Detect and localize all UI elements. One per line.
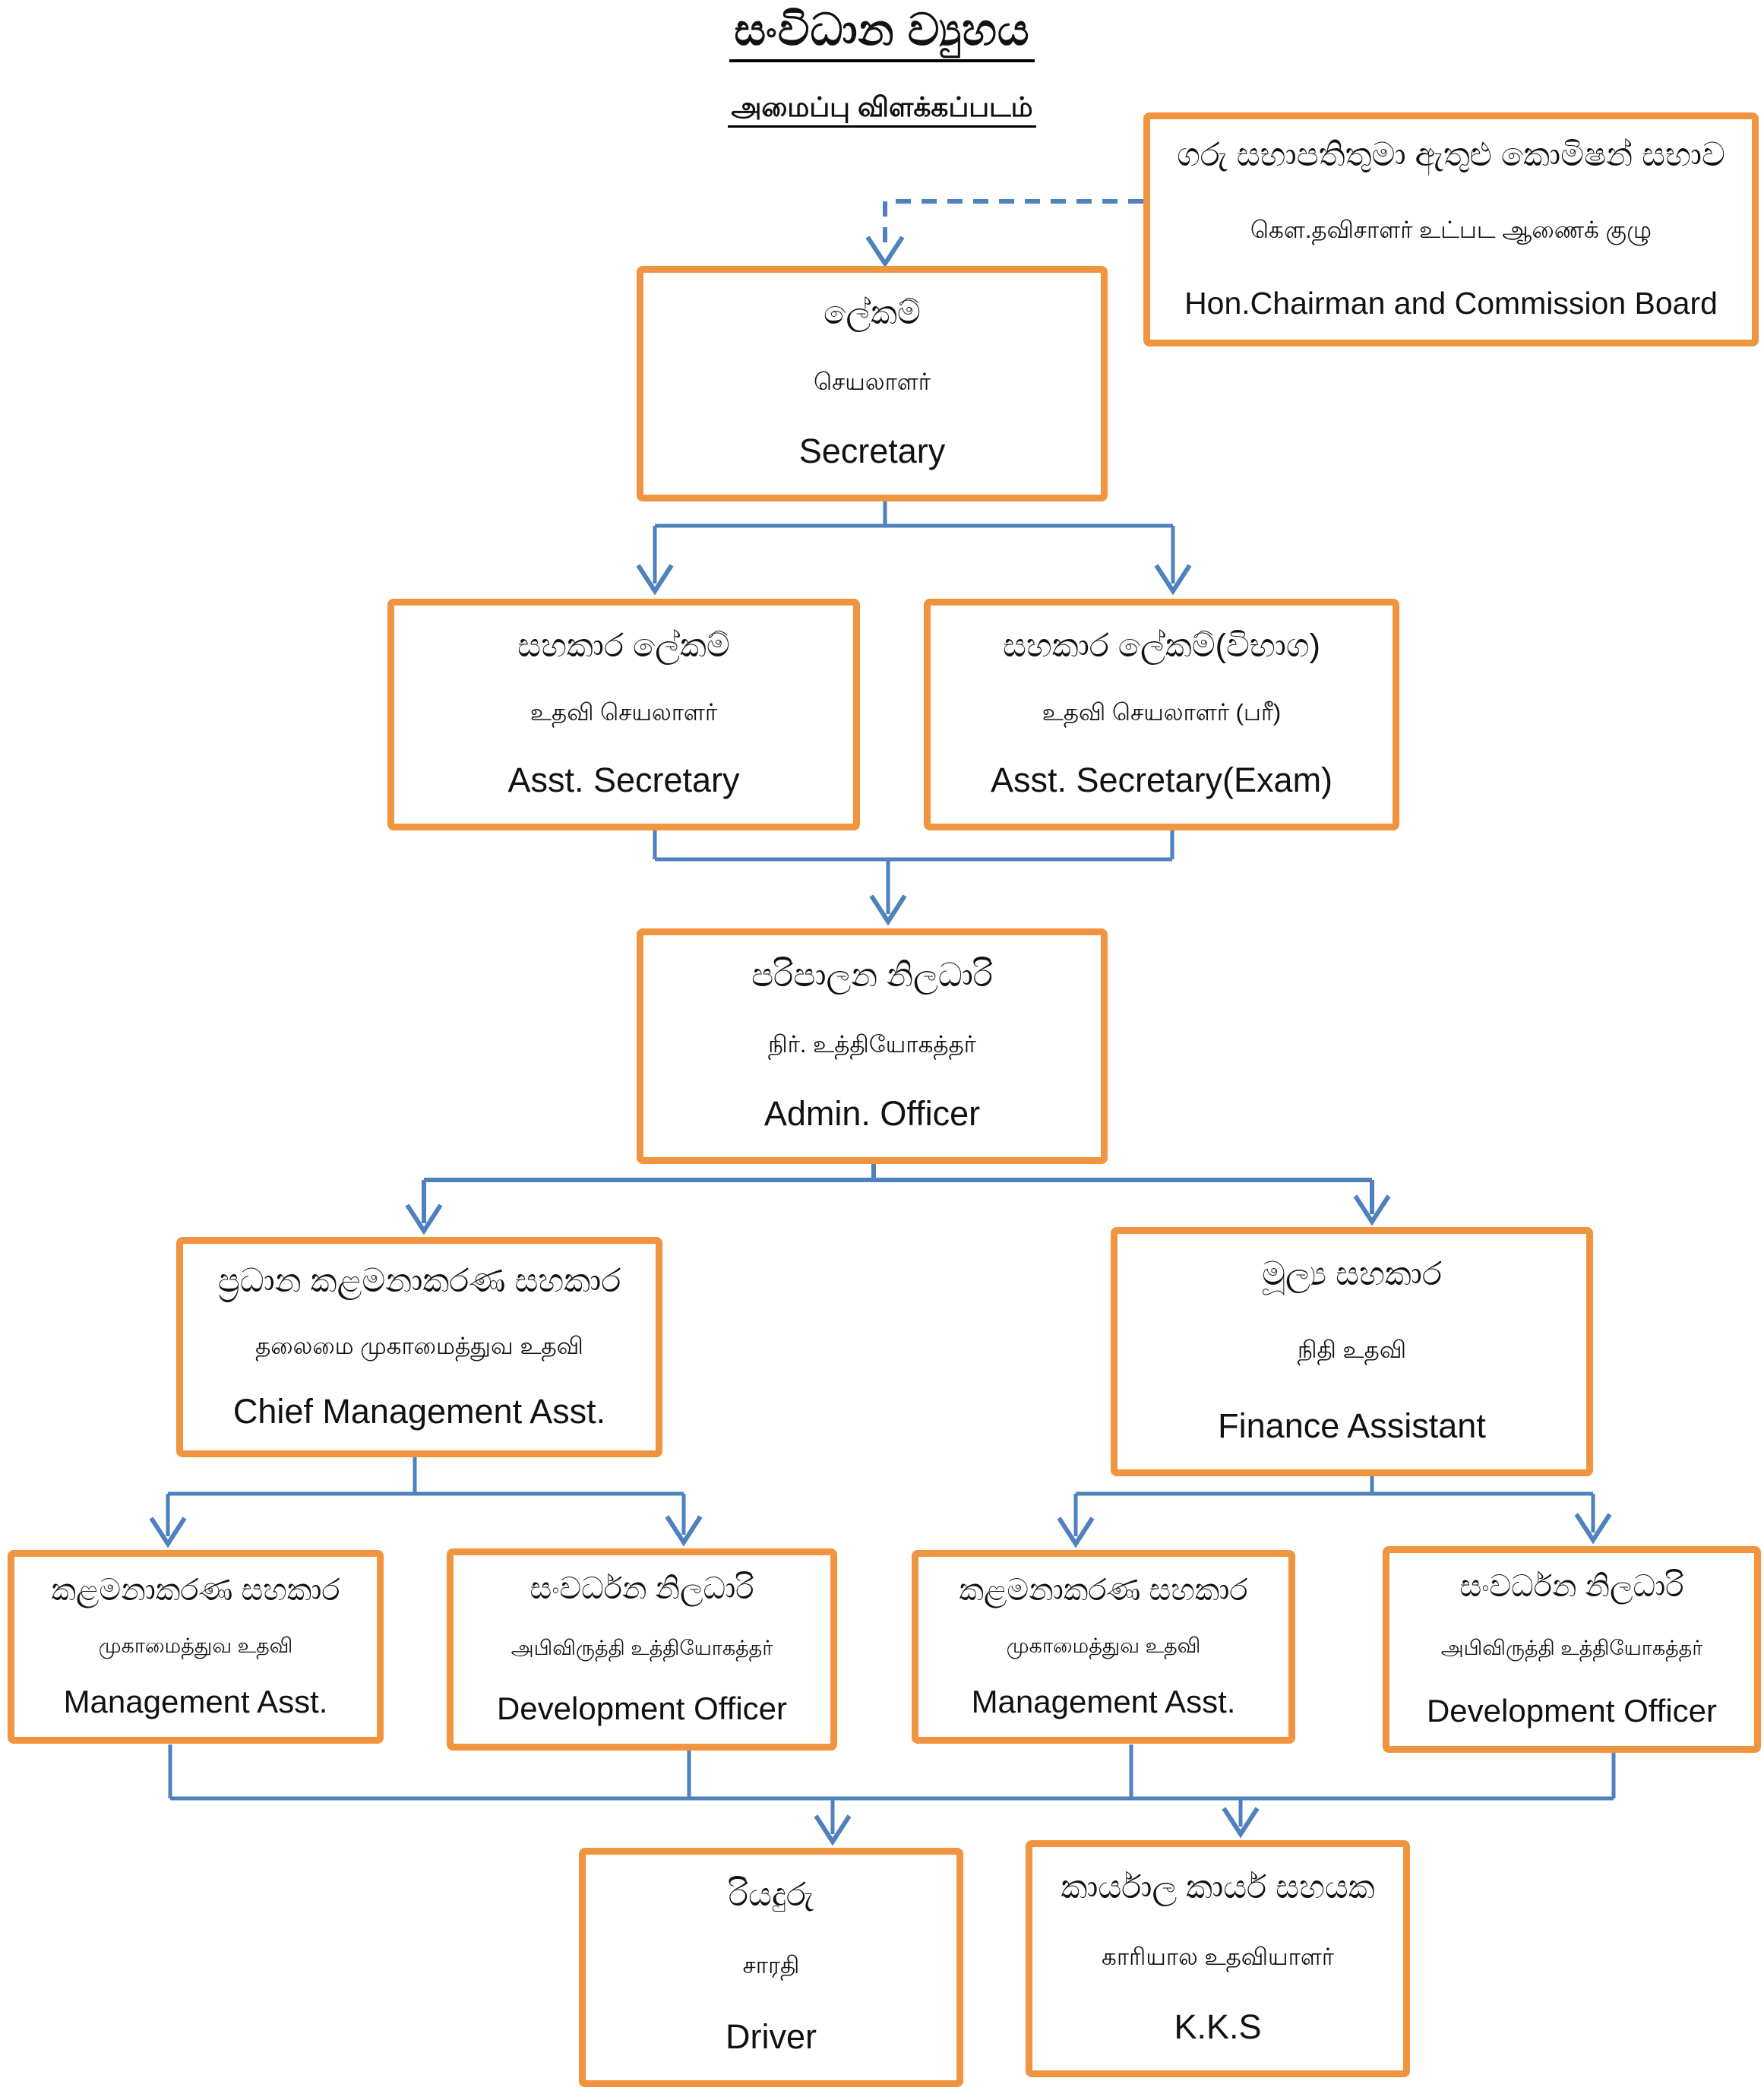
node-finance-assistant: මූල්‍ය සහකාර நிதி உதவி Finance Assistant (1111, 1227, 1593, 1476)
node-management-asst-left: කළමනාකරණ සහකාර முகாமைத்துவ உதவி Manageme… (8, 1550, 384, 1744)
page-title-tamil: அமைப்பு விளக்கப்படம் (0, 91, 1764, 128)
node-label-english: Development Officer (496, 1690, 788, 1726)
node-label-english: Chief Management Asst. (232, 1391, 606, 1431)
connector-admin-officer-to-assistants (405, 1164, 1391, 1235)
node-label-english: Development Officer (1426, 1692, 1718, 1729)
node-label-english: Finance Assistant (1218, 1406, 1486, 1445)
node-management-asst-right: කළමනාකරණ සහකාර முகாமைத்துவ உதவி Manageme… (912, 1550, 1295, 1744)
connector-asst-secretaries-to-admin-officer (653, 830, 1174, 926)
node-development-officer-left: සංවර්ධන නිලධාරි அபிவிருத்தி உத்தியோகத்தர… (447, 1548, 837, 1751)
node-label-tamil: உதவி செயலாளர் (530, 699, 718, 726)
node-label-sinhala: සහකාර ලේකම් (517, 628, 730, 664)
node-label-tamil: கௌ.தவிசாளர் உட்பட ஆணைக் குழு (1250, 217, 1652, 244)
node-label-sinhala: සංවර්ධන නිලධාරි (530, 1572, 754, 1605)
node-label-sinhala: කළමනාකරණ සහකාර (51, 1574, 340, 1607)
node-label-sinhala: ලේකම් (824, 295, 921, 331)
node-asst-secretary-exam: සහකාර ලේකම්(විභාග) உதவி செயலாளர் (பரீ) A… (924, 599, 1399, 830)
node-label-tamil: முகாமைத்துவ உதவி (1006, 1634, 1201, 1657)
connector-chief-mgmt-to-subordinates (149, 1457, 703, 1548)
node-label-sinhala: ගරු සභාපතිතුමා ඇතුළු කොමිෂන් සභාව (1177, 137, 1725, 173)
connector-row5-to-row6 (168, 1744, 1616, 1846)
node-label-tamil: சாரதி (742, 1952, 800, 1979)
node-label-sinhala: පරිපාලන නිලධාරි (751, 957, 993, 994)
node-label-english: Management Asst. (63, 1683, 328, 1719)
node-label-tamil: அபிவிருத்தி உத்தியோகத்தர் (1440, 1637, 1703, 1660)
node-label-tamil: தலைமை முகாமைத்துவ உதவி (255, 1332, 583, 1359)
node-secretary: ලේකම් செயலாளர் Secretary (637, 266, 1108, 501)
node-label-tamil: உதவி செயலாளர் (பரீ) (1042, 699, 1282, 726)
node-asst-secretary: සහකාර ලේකම් உதவி செயலாளர் Asst. Secretar… (387, 599, 860, 830)
node-label-english: Hon.Chairman and Commission Board (1184, 285, 1718, 321)
connector-finance-to-subordinates (1057, 1476, 1612, 1548)
node-label-english: Asst. Secretary (507, 760, 740, 799)
node-label-english: Asst. Secretary(Exam) (990, 760, 1333, 799)
node-label-tamil: செயலாளர் (814, 368, 931, 395)
connector-secretary-to-asst-secretaries (636, 501, 1192, 596)
node-label-english: Management Asst. (971, 1683, 1236, 1719)
node-label-tamil: நிதி உதவி (1297, 1336, 1407, 1363)
node-label-tamil: நிர். உத்தியோகத்தர் (767, 1030, 976, 1058)
node-label-english: Driver (726, 2016, 817, 2056)
node-development-officer-right: සංවර්ධන නිලධාරි அபிவிருத்தி உத்தியோகத்தர… (1383, 1546, 1761, 1753)
node-label-english: Admin. Officer (763, 1093, 981, 1133)
page-title-sinhala: සංවිධාන ව්‍යුහය (0, 5, 1764, 62)
node-label-english: Secretary (798, 431, 946, 470)
node-chief-management-asst: ප්‍රධාන කළමනාකරණ සහකාර தலைமை முகாமைத்துவ… (176, 1237, 662, 1457)
node-label-tamil: முகாமைத்துவ உதவி (98, 1634, 293, 1657)
node-label-tamil: அபிவிருத்தி உத்தியோகத்தர் (511, 1637, 773, 1660)
node-label-english: K.K.S (1174, 2007, 1262, 2046)
connector-commission-to-secretary (865, 199, 1143, 268)
node-label-sinhala: කළමනාකරණ සහකාර (959, 1574, 1248, 1607)
node-admin-officer: පරිපාලන නිලධාරි நிர். உத்தியோகத்தர் Admi… (637, 928, 1108, 1164)
node-label-sinhala: රියදුරු (729, 1877, 814, 1913)
node-label-sinhala: සංවර්ධන නිලධාරි (1459, 1570, 1684, 1603)
node-label-sinhala: මූල්‍ය සහකාර (1262, 1256, 1442, 1292)
node-label-sinhala: කාර්යාල කාර්ය සහයක (1061, 1869, 1375, 1906)
node-kks: කාර්යාල කාර්ය සහයක காரியால உதவியாளர் K.K… (1026, 1840, 1410, 2077)
node-label-tamil: காரியால உதவியாளர் (1102, 1943, 1334, 1970)
node-label-sinhala: සහකාර ලේකම්(විභාග) (1003, 628, 1320, 664)
node-driver: රියදුරු சாரதி Driver (579, 1848, 963, 2087)
node-label-sinhala: ප්‍රධාන කළමනාකරණ සහකාර (217, 1263, 621, 1299)
node-commission-board: ගරු සභාපතිතුමා ඇතුළු කොමිෂන් සභාව கௌ.தவி… (1143, 112, 1759, 346)
